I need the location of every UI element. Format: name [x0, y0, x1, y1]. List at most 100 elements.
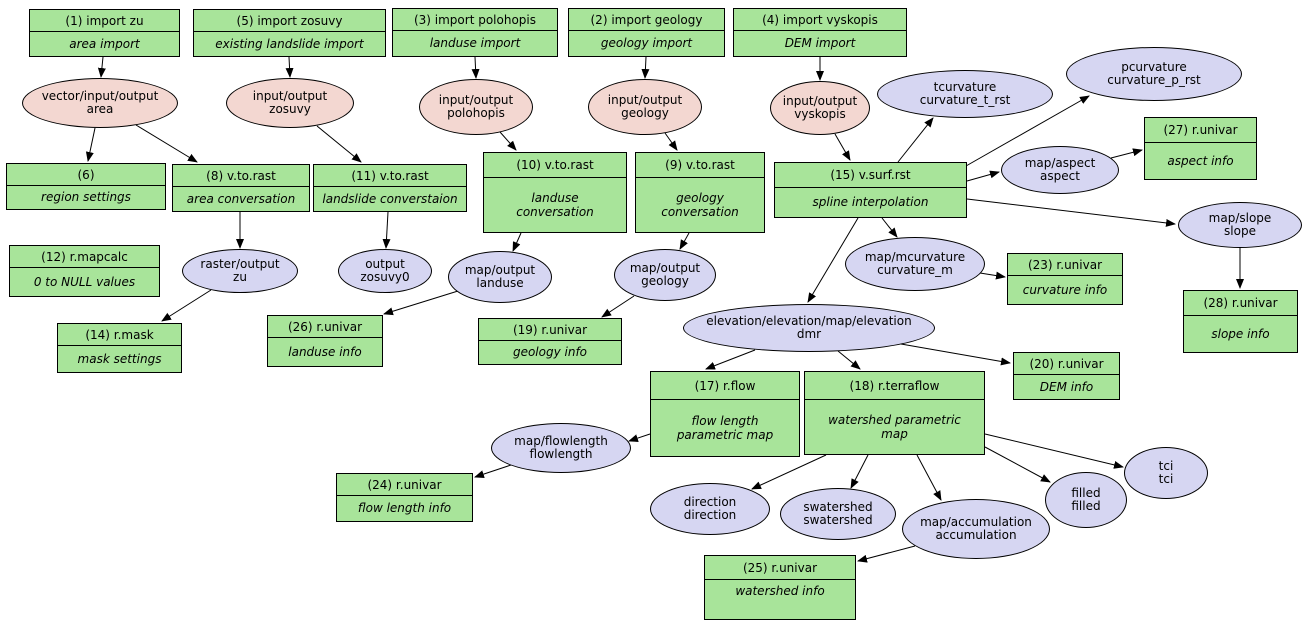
module-subtitle: landslide converstaion — [322, 191, 458, 206]
module-subtitle: curvature info — [1022, 282, 1108, 297]
module-node-v-to-rast-geology[interactable]: (9) v.to.rast geology conversation — [635, 152, 765, 233]
data-node-label: map/output — [629, 260, 701, 275]
module-title: (9) v.to.rast — [636, 153, 764, 178]
data-node-label: map/flowlength — [514, 433, 608, 448]
data-node-label: tci — [1158, 458, 1174, 473]
module-subtitle: landuse info — [288, 344, 362, 359]
edge-import-zosuvy-to-zosuvy — [285, 56, 294, 78]
data-node-label: vector/input/output — [41, 88, 159, 103]
data-node-label: raster/output — [200, 256, 280, 271]
module-title: (24) r.univar — [337, 474, 472, 496]
edge-landuse-output-to-r-univar-landuse — [383, 290, 459, 316]
data-node-sublabel: curvature_p_rst — [1107, 73, 1201, 87]
module-subtitle: landuse import — [429, 36, 521, 51]
edge-import-geology-to-geology-input — [641, 56, 650, 79]
module-node-v-to-rast-area[interactable]: (8) v.to.rast area conversation — [172, 164, 310, 212]
module-title: (23) r.univar — [1008, 254, 1122, 276]
data-node-label: elevation/elevation/map/elevation — [706, 313, 912, 328]
edge-v-to-rast-landuse-to-landuse-output — [512, 232, 522, 252]
module-node-r-univar-curvature[interactable]: (23) r.univar curvature info — [1007, 253, 1123, 305]
module-subtitle: flow length parametric map — [676, 413, 774, 442]
module-subtitle: geology conversation — [661, 190, 739, 219]
data-node-label: input/output — [607, 92, 683, 107]
data-node-label: input/output — [782, 93, 858, 108]
data-node-sublabel: curvature_t_rst — [919, 93, 1011, 107]
data-node-label: swatershed — [803, 499, 873, 514]
module-subtitle: area conversation — [186, 191, 296, 206]
data-node-sublabel: swatershed — [803, 513, 873, 527]
module-subtitle: area import — [69, 36, 140, 51]
module-node-region-settings[interactable]: (6)region settings — [6, 163, 166, 210]
module-title: (25) r.univar — [705, 556, 855, 580]
data-node-sublabel: aspect — [1040, 169, 1080, 183]
edge-zu-to-r-mask — [161, 289, 212, 322]
data-node-label: tcurvature — [933, 79, 997, 94]
edge-v-to-rast-landslide-to-zosuvy0 — [382, 211, 391, 249]
data-node-label: output — [365, 256, 405, 271]
module-title: (19) r.univar — [479, 319, 621, 341]
data-node-sublabel: area — [86, 102, 114, 116]
edge-v-surf-rst-to-aspect — [966, 170, 1000, 182]
edge-v-surf-rst-to-slope — [966, 198, 1176, 227]
data-node-sublabel: dmr — [796, 327, 822, 341]
edge-elevation-dmr-to-r-terraflow — [837, 350, 861, 370]
module-title: (8) v.to.rast — [173, 165, 309, 187]
module-title: (27) r.univar — [1145, 118, 1256, 143]
module-title: (20) r.univar — [1014, 353, 1119, 375]
edge-v-to-rast-geology-to-geology-output — [679, 232, 690, 250]
data-node-label: map/accumulation — [920, 514, 1032, 529]
edge-r-terraflow-to-swatershed — [850, 454, 869, 489]
module-subtitle: watershed parametric map — [828, 412, 961, 441]
edge-geology-output-to-r-univar-geology — [601, 295, 635, 318]
module-title: (15) v.surf.rst — [775, 163, 966, 188]
module-subtitle: slope info — [1211, 326, 1270, 341]
edge-r-terraflow-to-filled — [984, 446, 1051, 483]
module-subtitle: geology import — [600, 36, 693, 51]
edge-v-surf-rst-to-tcurvature — [897, 117, 934, 163]
module-title: (5) import zosuvy — [194, 10, 385, 32]
data-node-sublabel: vyskopis — [794, 107, 846, 121]
data-node-label: map/output — [464, 262, 536, 277]
